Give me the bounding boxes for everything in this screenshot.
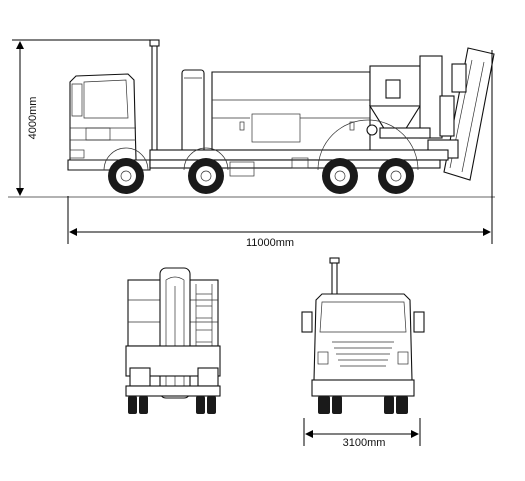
height-dimension: 4000mm xyxy=(12,39,150,196)
exhaust-stack xyxy=(151,41,158,153)
wheel-front-2 xyxy=(188,158,224,194)
chassis-frame xyxy=(149,149,449,177)
length-label: 11000mm xyxy=(246,237,294,249)
side-view xyxy=(8,39,495,198)
front-view-tyres xyxy=(318,396,408,414)
front-cab xyxy=(313,293,413,381)
main-hopper xyxy=(211,71,371,151)
wheel-rear-1 xyxy=(322,158,358,194)
width-dimension: 3100mm xyxy=(303,418,421,449)
height-label: 4000mm xyxy=(27,97,39,140)
width-label: 3100mm xyxy=(343,437,386,449)
left-mirror xyxy=(301,311,313,333)
side-wheels xyxy=(103,119,419,194)
right-headlight xyxy=(397,351,409,365)
cab-side xyxy=(67,73,151,171)
cement-silo xyxy=(366,55,443,139)
right-mirror xyxy=(413,311,425,333)
front-bumper xyxy=(311,379,415,397)
left-headlight xyxy=(317,351,329,365)
rear-view xyxy=(125,267,221,414)
front-view xyxy=(301,257,425,414)
wheel-front-1 xyxy=(108,158,144,194)
water-tank xyxy=(181,69,205,157)
front-grille xyxy=(332,341,394,367)
length-dimension: 11000mm xyxy=(67,50,493,249)
wheel-rear-2 xyxy=(378,158,414,194)
rear-view-tyres xyxy=(128,396,216,414)
front-exhaust-stack xyxy=(331,259,338,297)
